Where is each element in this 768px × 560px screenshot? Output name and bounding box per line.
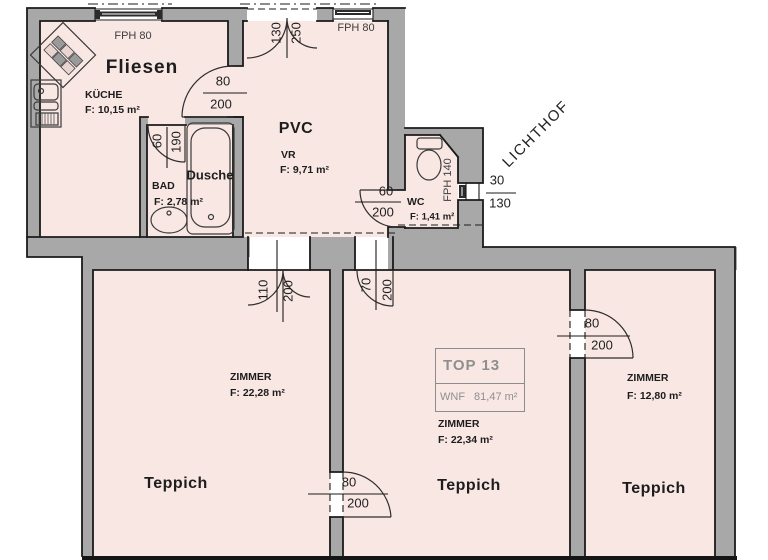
window-label-vr: FPH 80 xyxy=(337,22,375,34)
floor-label-zimmer-mitte: Teppich xyxy=(437,477,501,494)
door-dim-zimmer-mitte-height: 200 xyxy=(379,279,395,301)
room-label-wc: WC xyxy=(407,196,425,208)
window-kueche-icon xyxy=(94,8,163,21)
window-dim-wc-height: 130 xyxy=(489,195,511,211)
room-label-kueche: KÜCHE xyxy=(85,89,123,101)
door-zimmer-rechts-icon xyxy=(584,309,634,359)
floor-label-zimmer-rechts: Teppich xyxy=(622,480,686,497)
door-dim-zimmer-mitte-width: 70 xyxy=(358,277,374,293)
room-label-bad: BAD xyxy=(152,180,175,192)
area-label-wc: F: 1,41 m² xyxy=(410,211,455,223)
room-label-zimmer-mitte: ZIMMER xyxy=(438,418,480,430)
door-dim-zimmer-links-height: 200 xyxy=(280,280,296,302)
floor-label-kueche: Fliesen xyxy=(105,57,179,78)
door-dim-bad-height: 190 xyxy=(168,131,184,153)
walls xyxy=(27,8,737,560)
door-dim-eingang-width: 130 xyxy=(268,22,284,44)
door-verbindung-icon xyxy=(342,471,392,518)
door-dim-bad-width: 60 xyxy=(149,133,165,149)
floor-label-vr: PVC xyxy=(278,120,314,137)
area-label-zimmer-rechts: F: 12,80 m² xyxy=(627,390,682,402)
fixture-label-dusche: Dusche xyxy=(186,167,234,183)
room-label-zimmer-rechts: ZIMMER xyxy=(627,372,669,384)
door-dim-kueche-width: 80 xyxy=(215,73,231,89)
kitchen-sink-icon xyxy=(30,79,62,128)
door-zimmer-mitte-icon xyxy=(356,269,394,307)
window-vr-icon xyxy=(332,8,374,21)
unit-number: TOP 13 xyxy=(436,349,524,384)
area-label-kueche: F: 10,15 m² xyxy=(85,104,140,116)
door-dim-verbindung-width: 80 xyxy=(341,474,357,490)
window-label-wc-height: FPH 140 xyxy=(442,158,454,202)
door-bad-icon xyxy=(147,124,186,163)
window-dim-wc-width: 30 xyxy=(489,172,505,188)
unit-info-box: TOP 13 WNF 81,47 m² xyxy=(435,348,525,412)
window-label-kueche: FPH 80 xyxy=(114,30,152,42)
kitchen-table-icon xyxy=(29,21,97,89)
door-dim-zimmer-rechts-height: 200 xyxy=(591,337,613,353)
room-label-zimmer-links: ZIMMER xyxy=(230,371,272,383)
door-eingang-icon xyxy=(246,17,318,59)
floor-label-zimmer-links: Teppich xyxy=(144,475,208,492)
unit-wnf-label: WNF xyxy=(440,391,466,403)
room-label-vr: VR xyxy=(281,149,296,161)
door-dim-eingang-height: 250 xyxy=(288,22,304,44)
area-label-vr: F: 9,71 m² xyxy=(280,164,330,176)
door-dim-verbindung-height: 200 xyxy=(347,495,369,511)
unit-wnf-value: 81,47 m² xyxy=(474,391,518,403)
door-dim-wc-height: 200 xyxy=(372,204,394,220)
area-label-bad: F: 2,78 m² xyxy=(154,196,204,208)
area-label-zimmer-links: F: 22,28 m² xyxy=(230,387,285,399)
area-label-zimmer-mitte: F: 22,34 m² xyxy=(438,434,493,446)
washbasin-icon xyxy=(150,206,188,234)
toilet-icon xyxy=(416,137,443,181)
bathtub-icon xyxy=(186,122,235,235)
door-zimmer-links-icon xyxy=(247,269,311,322)
door-wc-icon xyxy=(359,189,398,228)
unit-wnf: WNF 81,47 m² xyxy=(436,384,524,411)
door-dim-kueche-height: 200 xyxy=(210,96,232,112)
room-floors xyxy=(40,8,715,556)
door-kueche-icon xyxy=(181,65,234,118)
door-dim-zimmer-rechts-width: 80 xyxy=(584,315,600,331)
window-wc-icon xyxy=(459,183,480,200)
door-dim-wc-width: 60 xyxy=(378,183,394,199)
dimension-lines xyxy=(166,92,630,495)
door-dim-zimmer-links-width: 110 xyxy=(255,279,271,301)
